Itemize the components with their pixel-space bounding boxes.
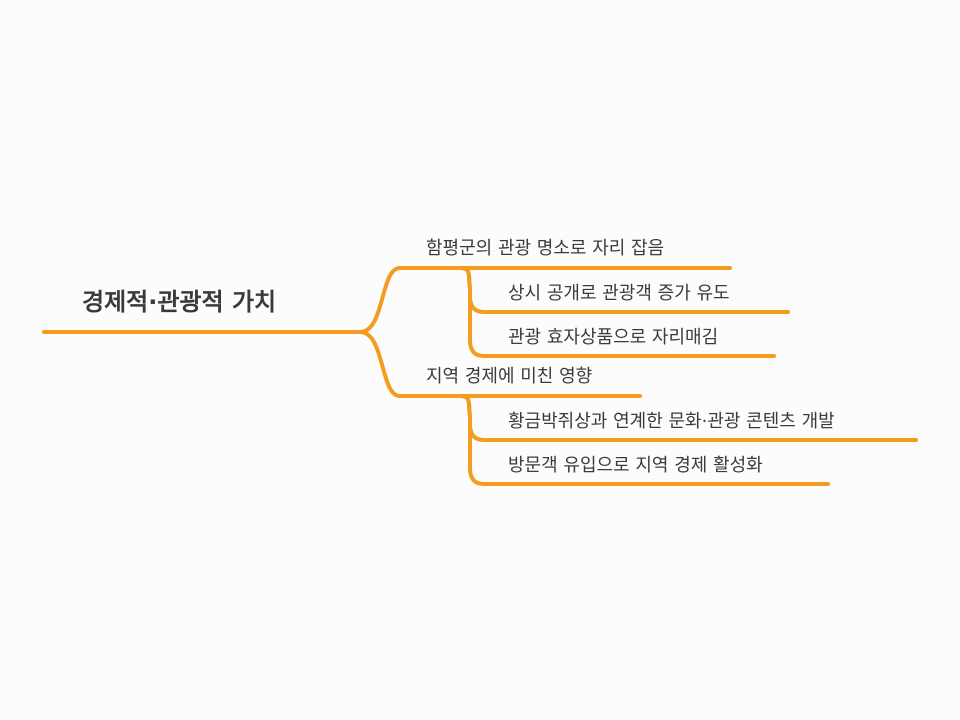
branch-2-child-2-label: 방문객 유입으로 지역 경제 활성화 (508, 455, 763, 476)
branch-1-child-2-label: 관광 효자상품으로 자리매김 (508, 327, 719, 348)
connector-root-branch-2 (358, 330, 642, 398)
connector-branch-2-child-2 (458, 394, 830, 486)
root-node-label: 경제적·관광적 가치 (82, 288, 277, 316)
branch-2-label: 지역 경제에 미친 영향 (426, 366, 593, 387)
branch-1-label: 함평군의 관광 명소로 자리 잡음 (426, 238, 665, 259)
branch-1-child-1-label: 상시 공개로 관광객 증가 유도 (508, 283, 730, 304)
connector-root-branch-1 (358, 266, 732, 334)
connector-branch-1-child-2 (458, 266, 776, 358)
branch-2-child-1-label: 황금박쥐상과 연계한 문화·관광 콘텐츠 개발 (508, 411, 835, 432)
